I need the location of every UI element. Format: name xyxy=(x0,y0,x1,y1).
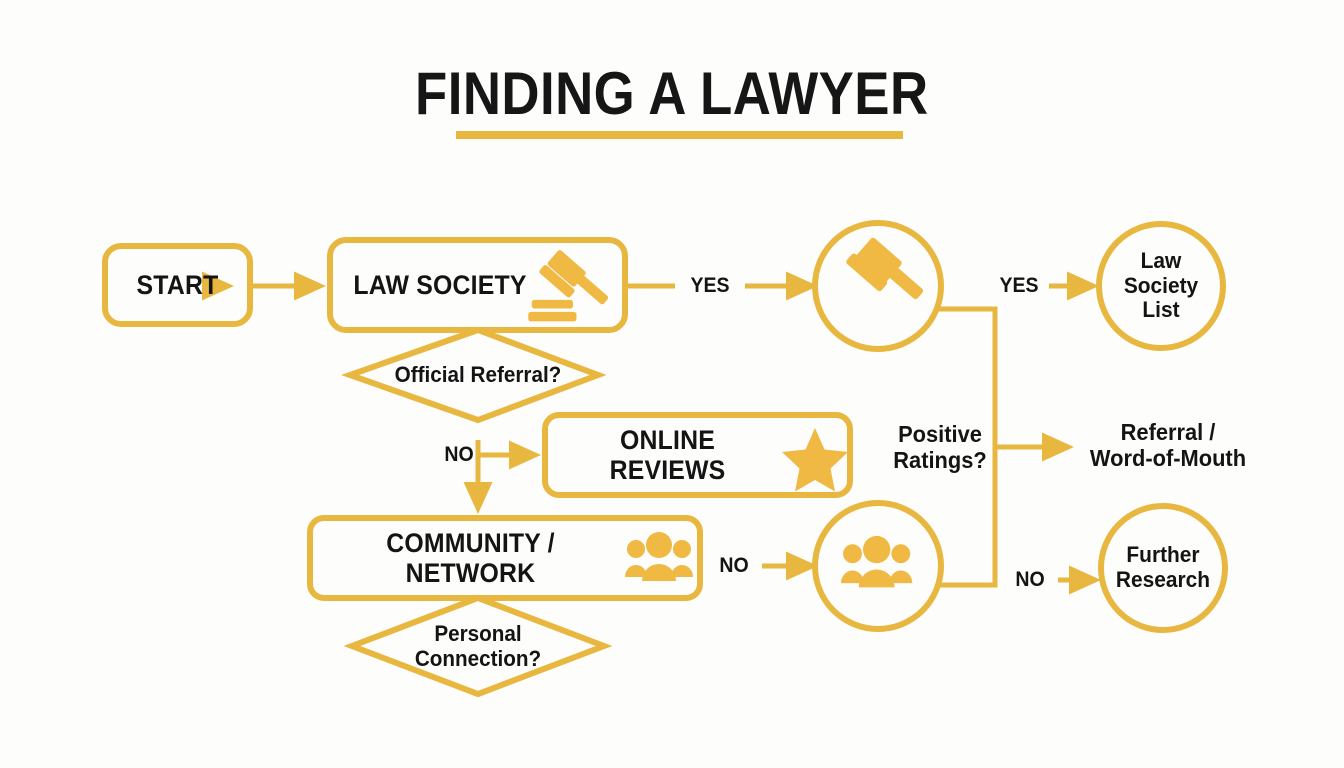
node-community-network-shape[interactable] xyxy=(307,515,703,601)
node-start-shape[interactable] xyxy=(102,243,253,327)
node-law-society-list-shape[interactable] xyxy=(1096,221,1226,351)
star-icon xyxy=(782,428,848,492)
node-online-reviews-shape[interactable] xyxy=(542,412,853,498)
node-personal-connection-shape[interactable] xyxy=(343,594,613,698)
page-title-text: FINDING A LAWYER xyxy=(415,60,929,127)
page-title: FINDING A LAWYER xyxy=(0,62,1344,125)
node-gavel-circle-shape[interactable] xyxy=(812,220,944,352)
node-further-research-shape[interactable] xyxy=(1098,503,1228,633)
people-group-icon xyxy=(840,535,913,588)
node-people-circle-shape[interactable] xyxy=(812,500,944,632)
node-official-referral-shape[interactable] xyxy=(340,326,607,424)
gavel-icon xyxy=(846,237,924,300)
edge-gavel-to-bracket xyxy=(938,306,998,588)
title-underline xyxy=(456,131,903,139)
people-group-icon xyxy=(625,532,693,581)
gavel-icon xyxy=(528,250,609,322)
